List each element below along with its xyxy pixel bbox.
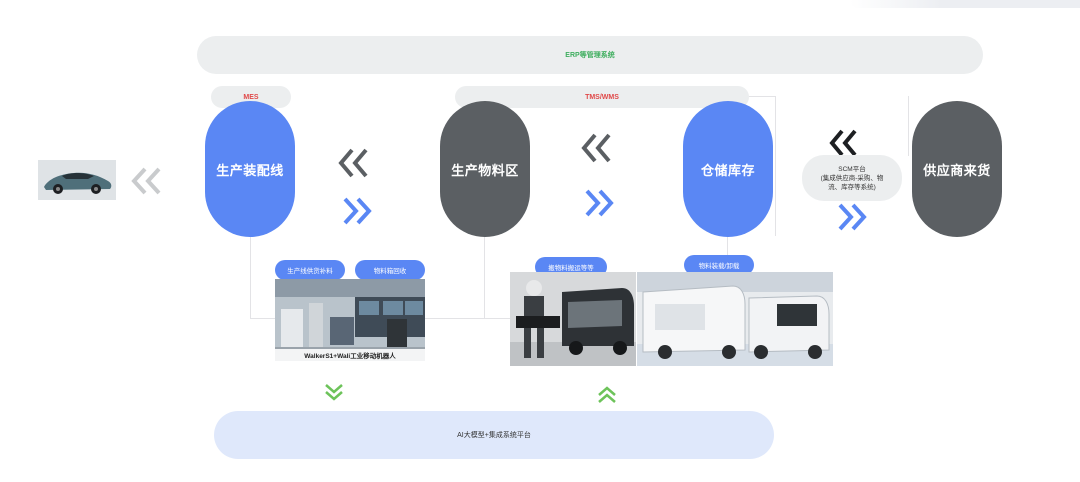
tag-load-unload: 物料装载/卸载 bbox=[684, 255, 754, 275]
chevron-right-double-icon bbox=[582, 188, 616, 223]
connector-line bbox=[727, 237, 728, 267]
erp-label: ERP等管理系统 bbox=[565, 52, 615, 59]
car-image bbox=[38, 160, 116, 200]
ai-platform-bar: AI大模型+集成系统平台 bbox=[214, 411, 774, 459]
scm-line2: (集成供应商-采购、物 bbox=[820, 174, 884, 182]
material-area-label: 生产物料区 bbox=[451, 162, 519, 178]
mes-label: MES bbox=[243, 93, 259, 101]
connector-line bbox=[749, 96, 775, 97]
factory-robot-photo: WalkerS1+Wali工业移动机器人 bbox=[275, 279, 425, 361]
connector-line bbox=[484, 237, 485, 319]
tag-supply: 生产线供货补料 bbox=[275, 260, 345, 280]
connector-line bbox=[908, 96, 909, 156]
scm-line1: SCM平台 bbox=[838, 165, 866, 173]
humanoid-robot-vehicle-photo bbox=[510, 272, 636, 366]
supplier-node: 供应商来货 bbox=[912, 101, 1002, 237]
chevron-left-double-icon bbox=[828, 128, 862, 163]
tag-supply-label: 生产线供货补料 bbox=[287, 268, 333, 275]
connector-line bbox=[250, 237, 251, 319]
assembly-line-label: 生产装配线 bbox=[216, 162, 284, 178]
tag-load-unload-label: 物料装载/卸载 bbox=[698, 263, 740, 270]
tag-transport-label: 搬物料搬运等等 bbox=[548, 265, 594, 272]
material-area-node: 生产物料区 bbox=[440, 101, 530, 237]
logistics-vehicle-photo bbox=[637, 272, 833, 366]
connector-line bbox=[775, 96, 776, 236]
chevron-up-double-icon bbox=[596, 385, 618, 410]
chevron-right-double-icon bbox=[340, 196, 374, 231]
warehouse-node: 仓储库存 bbox=[683, 101, 773, 237]
erp-system-bar: ERP等管理系统 bbox=[197, 36, 983, 74]
assembly-line-node: 生产装配线 bbox=[205, 101, 295, 237]
scm-line3: 流、库存等系统) bbox=[828, 183, 876, 191]
photo-caption: WalkerS1+Wali工业移动机器人 bbox=[275, 349, 425, 361]
tag-bin-return: 物料箱回收 bbox=[355, 260, 425, 280]
warehouse-label: 仓储库存 bbox=[700, 162, 755, 178]
top-glow-decoration bbox=[850, 0, 1080, 8]
mes-bar: MES bbox=[211, 86, 291, 108]
chevron-down-double-icon bbox=[323, 382, 345, 407]
chevron-left-double-icon bbox=[580, 132, 616, 169]
ai-platform-label: AI大模型+集成系统平台 bbox=[457, 432, 531, 439]
chevron-left-double-icon bbox=[337, 147, 373, 184]
scm-platform: SCM平台 (集成供应商-采购、物 流、库存等系统) bbox=[802, 155, 902, 201]
chevron-right-double-icon bbox=[835, 202, 869, 237]
tms-wms-label: TMS/WMS bbox=[585, 93, 619, 101]
tag-bin-return-label: 物料箱回收 bbox=[373, 268, 407, 275]
chevron-left-double-icon bbox=[130, 166, 166, 201]
supplier-label: 供应商来货 bbox=[923, 162, 991, 178]
tms-wms-bar: TMS/WMS bbox=[455, 86, 749, 108]
